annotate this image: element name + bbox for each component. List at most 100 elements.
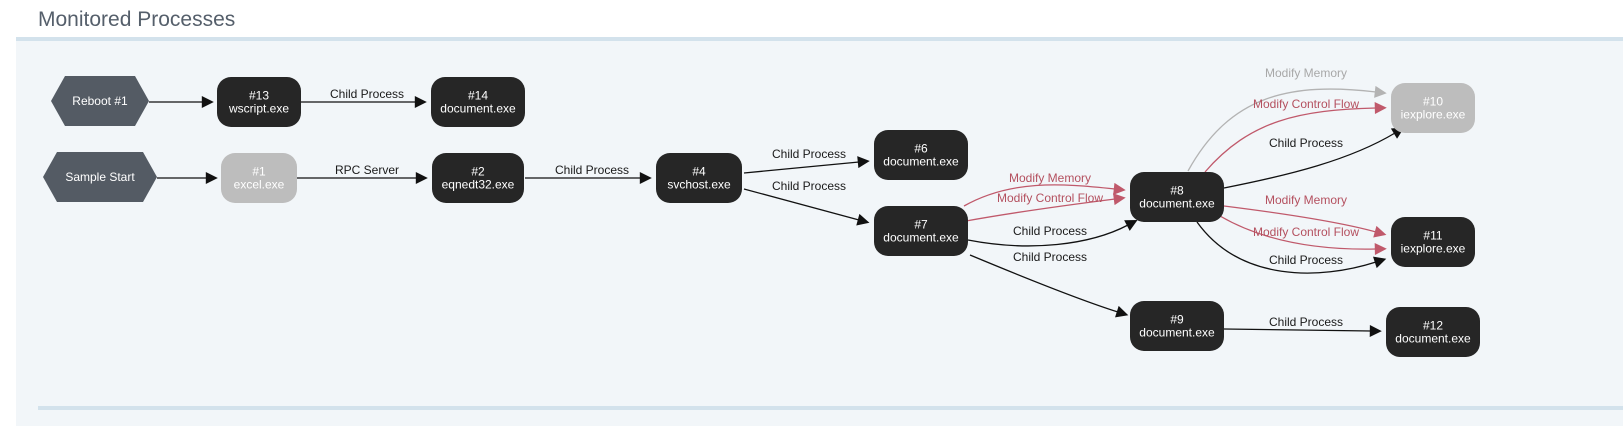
edge-label: Modify Memory — [1265, 66, 1347, 80]
edge-line — [743, 188, 870, 226]
process-name: Reboot #1 — [72, 94, 128, 108]
edge-label: Child Process — [1269, 136, 1343, 150]
hexagon-shape — [43, 152, 157, 202]
process-name: document.exe — [883, 231, 959, 245]
node-box — [874, 206, 968, 256]
process-id: #8 — [1170, 184, 1184, 198]
edge-label: Modify Memory — [1265, 193, 1347, 207]
edge-label: Child Process — [1269, 315, 1343, 329]
process-id: #4 — [692, 165, 706, 179]
edge-label: Child Process — [1013, 250, 1087, 264]
edge-line — [1204, 102, 1387, 173]
edge-line — [1223, 127, 1405, 189]
process-name: iexplore.exe — [1401, 108, 1466, 122]
node-box — [656, 153, 742, 203]
node-box — [221, 153, 297, 203]
edge-label: Child Process — [555, 163, 629, 177]
edge-n7-n8: Child Process — [967, 219, 1138, 247]
edge-n1-n2: RPC Server — [297, 163, 428, 184]
process-id: #13 — [249, 89, 269, 103]
edge-line — [1223, 205, 1387, 238]
edge-label: RPC Server — [335, 163, 399, 177]
panel-divider — [38, 406, 1623, 410]
process-name: excel.exe — [234, 178, 285, 192]
section-title: Monitored Processes — [38, 8, 236, 31]
process-id: #10 — [1423, 95, 1443, 109]
edge-n7-n8: Modify Memory — [963, 171, 1126, 207]
start-node-start[interactable]: Sample Start — [43, 152, 157, 202]
node-box — [1386, 307, 1480, 357]
process-name: Sample Start — [65, 170, 135, 184]
edge-label: Child Process — [772, 179, 846, 193]
edge-n8-n10: Child Process — [1223, 127, 1405, 189]
node-box — [217, 77, 301, 127]
edge-line — [743, 156, 870, 174]
node-box — [874, 130, 968, 180]
process-id: #9 — [1170, 313, 1184, 327]
node-box — [1391, 83, 1475, 133]
process-name: document.exe — [1139, 326, 1215, 340]
process-name: eqnedt32.exe — [442, 178, 515, 192]
process-name: wscript.exe — [228, 102, 289, 116]
node-box — [1130, 301, 1224, 351]
edge-label: Modify Control Flow — [1253, 97, 1359, 111]
edge-n8-n11: Modify Control Flow — [1219, 215, 1387, 256]
process-name: svchost.exe — [667, 178, 731, 192]
process-id: #1 — [252, 165, 266, 179]
edge-line — [1187, 85, 1387, 172]
edge-label: Child Process — [1269, 253, 1343, 267]
edge-label: Child Process — [330, 87, 404, 101]
process-id: #7 — [914, 218, 928, 232]
start-node-reboot1[interactable]: Reboot #1 — [51, 76, 149, 126]
edge-n7-n8: Modify Control Flow — [965, 191, 1126, 222]
edge-n13-n14: Child Process — [301, 87, 427, 108]
process-name: document.exe — [1139, 197, 1215, 211]
process-name: iexplore.exe — [1401, 242, 1466, 256]
edge-label: Modify Control Flow — [997, 191, 1103, 205]
node-box — [431, 77, 525, 127]
edge-label: Child Process — [1013, 224, 1087, 238]
process-id: #12 — [1423, 319, 1443, 333]
process-id: #2 — [471, 165, 485, 179]
node-box — [1391, 217, 1475, 267]
node-box — [432, 153, 524, 203]
edge-line — [1196, 221, 1387, 274]
process-name: document.exe — [440, 102, 516, 116]
edge-line — [1219, 215, 1387, 256]
process-name: document.exe — [1395, 332, 1471, 346]
hexagon-shape — [51, 76, 149, 126]
node-box — [1130, 172, 1224, 222]
edge-n9-n12: Child Process — [1223, 315, 1382, 337]
edge-n8-n11: Modify Memory — [1223, 193, 1387, 238]
edge-line — [967, 219, 1138, 247]
edge-line — [963, 182, 1126, 207]
process-id: #11 — [1423, 229, 1442, 243]
edge-n4-n7: Child Process — [743, 179, 870, 226]
edge-line — [969, 254, 1129, 318]
edge-n4-n6: Child Process — [743, 147, 870, 174]
edge-n8-n10: Modify Control Flow — [1204, 97, 1387, 173]
edge-label: Modify Memory — [1009, 171, 1091, 185]
process-id: #14 — [468, 89, 488, 103]
process-name: document.exe — [883, 155, 959, 169]
edge-label: Child Process — [772, 147, 846, 161]
edge-line — [965, 193, 1126, 222]
edge-line — [1223, 324, 1382, 337]
edge-n8-n10: Modify Memory — [1187, 66, 1387, 172]
process-id: #6 — [914, 142, 928, 156]
edge-n2-n4: Child Process — [525, 163, 652, 184]
edge-n8-n11: Child Process — [1196, 221, 1387, 274]
